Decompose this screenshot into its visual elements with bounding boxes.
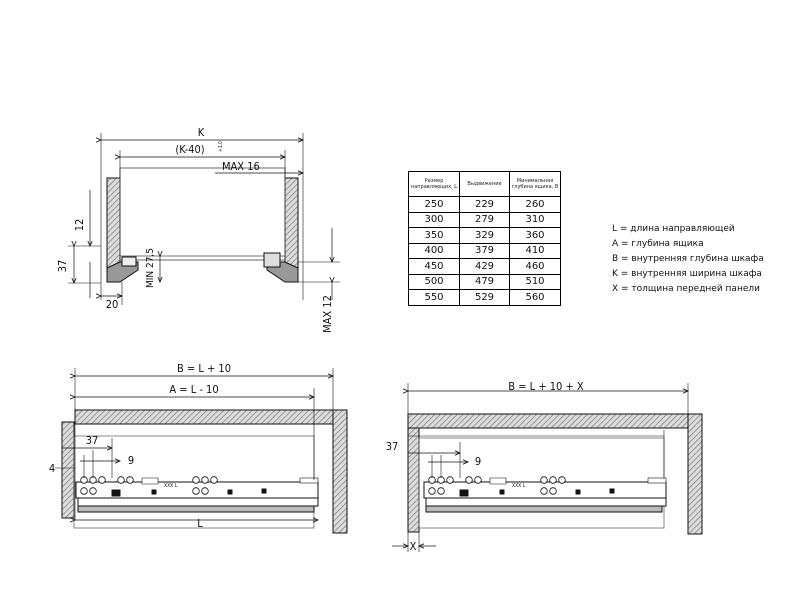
legend-item: X = толщина передней панели <box>612 284 760 294</box>
dim-x-label: X <box>410 540 417 553</box>
table-cell: 329 <box>459 227 510 244</box>
table-cell: 279 <box>459 211 510 228</box>
table-cell: 400 <box>408 242 460 259</box>
table-cell: 250 <box>408 196 460 213</box>
table-cell: 360 <box>509 227 561 244</box>
legend-item: L = длина направляющей <box>612 224 735 234</box>
table-cell: 300 <box>408 211 460 228</box>
dim-a-label: A = L - 10 <box>169 383 218 396</box>
dim-max12-label: MAX 12 <box>321 295 334 333</box>
dim-37-right-label: 37 <box>386 440 399 453</box>
dim-37-label: 37 <box>56 260 69 273</box>
table-cell: 460 <box>509 258 561 275</box>
header-extension: Выдвижение <box>459 171 510 197</box>
dim-12-label: 12 <box>73 219 86 232</box>
dim-k40-label: (K-40) <box>175 143 204 156</box>
front-view-drawing <box>68 133 340 305</box>
front-view-labels: K (K-40) +1.0 MAX 16 12 37 MIN 27,5 20 M… <box>56 126 334 333</box>
table-header-row: Размер направляющих, L Выдвижение Минима… <box>408 171 561 197</box>
header-rail-length: Размер направляющих, L <box>408 171 460 197</box>
table-cell: 450 <box>408 258 460 275</box>
table-cell: 260 <box>509 196 561 213</box>
header-min-depth: Минимальная глубина ящика, B <box>509 171 561 197</box>
side-view-left-labels: B = L + 10 A = L - 10 37 4 9 L XXX L <box>49 362 231 530</box>
table-cell: 229 <box>459 196 510 213</box>
dim-9-right-label: 9 <box>475 455 481 468</box>
dim-b-x-label: B = L + 10 + X <box>508 380 584 393</box>
rail-label-right: XXX L <box>512 483 526 489</box>
table-cell: 379 <box>459 242 510 259</box>
table-cell: 550 <box>408 289 460 306</box>
side-view-right-drawing <box>392 383 703 552</box>
table-cell: 560 <box>509 289 561 306</box>
rail-label-left: XXX L <box>164 483 178 489</box>
dim-k40-tolerance: +1.0 <box>218 141 224 152</box>
dim-l-label: L <box>197 517 203 530</box>
dim-k-label: K <box>198 126 205 139</box>
table-cell: 310 <box>509 211 561 228</box>
table-cell: 529 <box>459 289 510 306</box>
table-cell: 510 <box>509 273 561 290</box>
dim-b-label: B = L + 10 <box>177 362 231 375</box>
side-view-right-labels: B = L + 10 + X 37 9 X XXX L <box>386 380 584 553</box>
table-cell: 429 <box>459 258 510 275</box>
side-view-left-drawing <box>55 368 348 534</box>
legend-item: K = внутренняя ширина шкафа <box>612 269 762 279</box>
dim-20-label: 20 <box>106 298 119 311</box>
dim-max16-label: MAX 16 <box>222 160 260 173</box>
table-cell: 500 <box>408 273 460 290</box>
legend-item: B = внутренняя глубина шкафа <box>612 254 764 264</box>
dim-min275-label: MIN 27,5 <box>145 248 156 288</box>
table-cell: 350 <box>408 227 460 244</box>
dim-4-label: 4 <box>49 462 55 475</box>
dim-37-left-label: 37 <box>86 434 99 447</box>
size-table: Размер направляющих, L Выдвижение Минима… <box>408 171 561 306</box>
table-cell: 479 <box>459 273 510 290</box>
legend-item: A = глубина ящика <box>612 239 704 249</box>
table-cell: 410 <box>509 242 561 259</box>
dim-9-left-label: 9 <box>128 454 134 467</box>
